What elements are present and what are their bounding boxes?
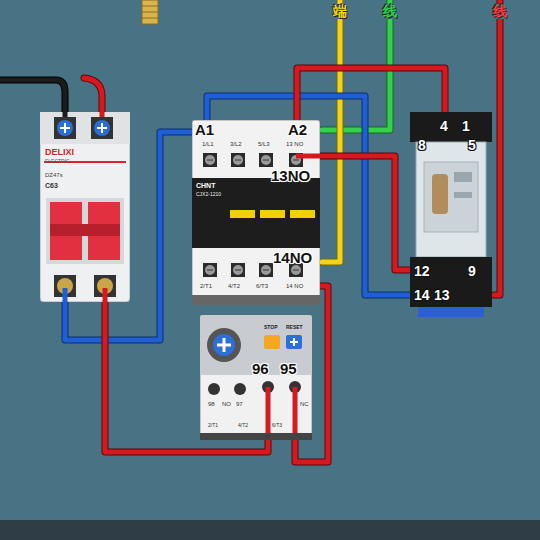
wire-label: 线 (383, 4, 397, 19)
terminal-label: 14NO (273, 250, 312, 265)
overload-relay: STOP RESET 96 95 98 NO 97 NC 2/T1 4/T2 6/T3 (200, 315, 312, 440)
terminal-label: A1 (195, 122, 214, 137)
intermediate-relay: 41 8 5 12 9 14 13 (410, 112, 492, 317)
terminal-label: CHNT (196, 182, 215, 189)
brass-fitting (142, 0, 158, 24)
terminal-label: 5 (468, 138, 476, 152)
terminal-label: 2/T1 (208, 423, 218, 428)
terminal-label: A2 (288, 122, 307, 137)
terminal-label: 2/T1 (200, 283, 212, 289)
terminal-label: 13 NO (286, 141, 303, 147)
terminal-label: DELIXI (45, 148, 74, 157)
terminal-label: 98 (208, 401, 215, 407)
terminal-label: NC (300, 401, 309, 407)
terminal-label: 4 (440, 119, 448, 133)
terminal-label: 12 (414, 264, 430, 278)
circuit-breaker: DELIXI ELECTRIC DZ47sC63 (40, 112, 130, 302)
wire-stroke (320, 156, 410, 270)
terminal-label: 4/T2 (238, 423, 248, 428)
terminal-label: 3/L2 (230, 141, 242, 147)
wire (320, 156, 410, 270)
terminal-label: 95 (280, 361, 297, 376)
terminal-label: RESET (286, 325, 303, 330)
wire-label: 端 (333, 4, 347, 19)
terminal-label: 14 NO (286, 283, 303, 289)
terminal-label: STOP (264, 325, 278, 330)
wire-stroke (320, 156, 410, 270)
terminal-label: 14 (414, 288, 430, 302)
terminal-label: 6/T3 (272, 423, 282, 428)
terminal-label: 13NO (271, 168, 310, 183)
overload-relay-body (200, 315, 312, 440)
wire-label: 线 (493, 4, 507, 19)
terminal-label: DZ47s (45, 172, 63, 178)
terminal-label: C63 (45, 182, 58, 189)
terminal-label: 13 (434, 288, 450, 302)
circuit-breaker-body (40, 112, 130, 302)
terminal-label: ELECTRIC (45, 159, 70, 164)
terminal-label: NO (222, 401, 231, 407)
terminal-label: 6/T3 (256, 283, 268, 289)
terminal-label: 5/L3 (258, 141, 270, 147)
contactor-body (192, 120, 320, 305)
terminal-label: 96 (252, 361, 269, 376)
terminal-label: 4/T2 (228, 283, 240, 289)
terminal-label: 9 (468, 264, 476, 278)
terminal-label: 8 (418, 138, 426, 152)
terminal-label: 1 (462, 119, 470, 133)
terminal-label: 97 (236, 401, 243, 407)
terminal-label: 1/L1 (202, 141, 214, 147)
contactor: A1 A2 1/L1 3/L2 5/L3 13 NO 13NO CHNT CJX2-1210 14… (192, 120, 320, 305)
terminal-label: CJX2-1210 (196, 192, 221, 197)
